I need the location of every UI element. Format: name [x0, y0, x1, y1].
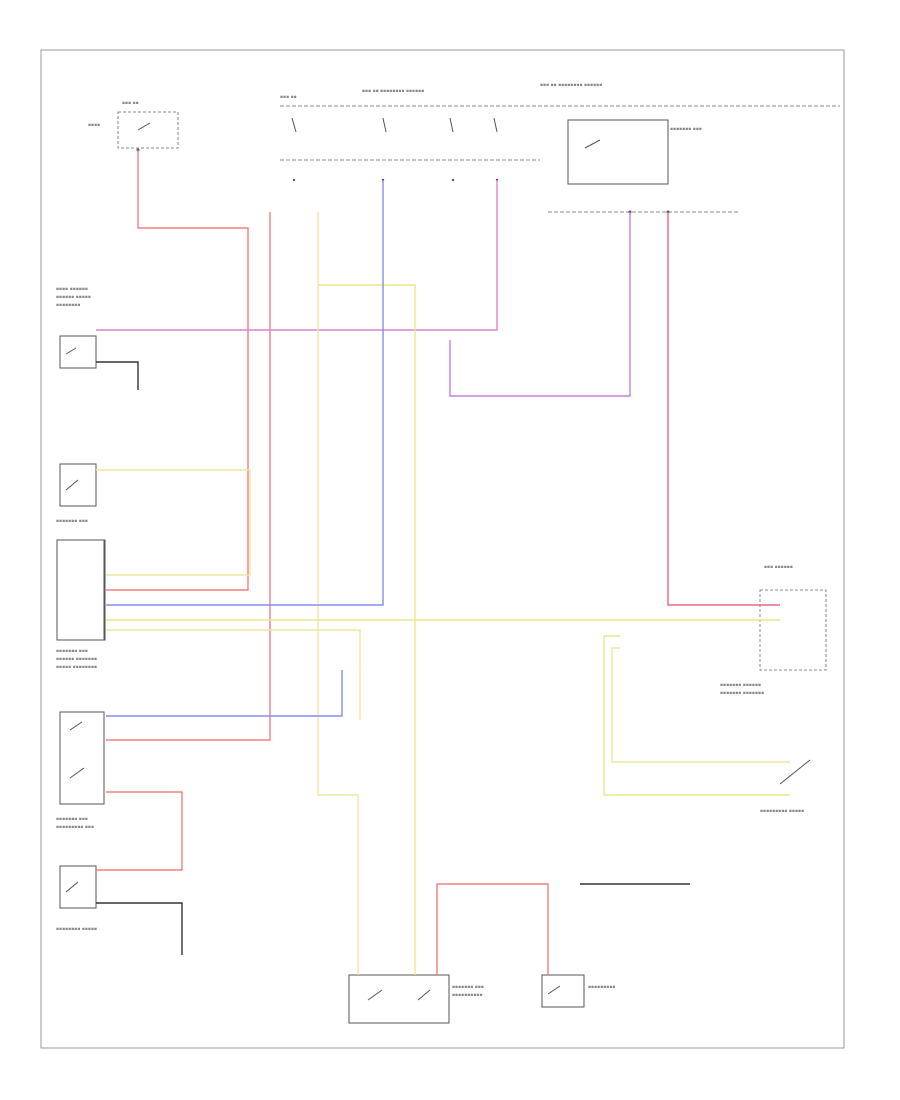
engine-control-module: ▪▪▪▪▪▪▪ ▪▪▪ ▪▪▪▪▪▪ ▪▪▪▪▪▪▪ ▪▪▪▪▪ ▪▪▪▪▪▪▪…: [56, 539, 106, 670]
svg-text:▪▪▪▪▪▪ ▪▪▪▪▪: ▪▪▪▪▪▪ ▪▪▪▪▪: [56, 295, 91, 300]
svg-text:▪▪▪▪▪▪▪ ▪▪▪: ▪▪▪▪▪▪▪ ▪▪▪: [452, 985, 484, 990]
wire-ground-condenser: [96, 902, 183, 955]
svg-text:▪▪▪▪: ▪▪▪▪: [88, 123, 100, 128]
svg-text:▪▪▪▪▪▪▪ ▪▪▪▪▪▪▪: ▪▪▪▪▪▪▪ ▪▪▪▪▪▪▪: [720, 691, 764, 696]
svg-text:▪▪▪▪▪ ▪▪▪▪▪▪▪▪: ▪▪▪▪▪ ▪▪▪▪▪▪▪▪: [56, 665, 97, 670]
condenser-fan-left: ▪▪▪▪▪▪▪▪ ▪▪▪▪▪: [56, 865, 97, 932]
svg-text:▪▪▪ ▪▪: ▪▪▪ ▪▪: [122, 101, 139, 106]
svg-text:▪▪▪▪▪▪▪▪ ▪▪▪▪▪: ▪▪▪▪▪▪▪▪ ▪▪▪▪▪: [56, 927, 97, 932]
wire-red-relay-short: [96, 791, 183, 871]
wire-pink-cluster: [667, 212, 780, 606]
svg-text:▪▪▪ ▪▪ ▪▪▪▪▪▪▪▪ ▪▪▪▪▪▪: ▪▪▪ ▪▪ ▪▪▪▪▪▪▪▪ ▪▪▪▪▪▪: [540, 83, 602, 88]
svg-text:▪▪▪▪▪▪ ▪▪▪▪▪▪▪: ▪▪▪▪▪▪ ▪▪▪▪▪▪▪: [56, 657, 97, 662]
svg-text:▪▪▪▪▪▪▪ ▪▪▪: ▪▪▪▪▪▪▪ ▪▪▪: [56, 649, 88, 654]
wire-red-feed: [106, 150, 249, 591]
svg-text:▪▪▪▪▪▪▪▪▪: ▪▪▪▪▪▪▪▪▪: [588, 985, 615, 990]
wire-yellow-fuse3: [318, 284, 416, 975]
svg-text:▪▪▪▪▪▪▪▪▪ ▪▪▪▪▪: ▪▪▪▪▪▪▪▪▪ ▪▪▪▪▪: [760, 809, 804, 814]
wire-red-ecm: [106, 212, 271, 741]
fan-relay-left: ▪▪▪▪▪▪▪ ▪▪▪ ▪▪▪▪▪▪▪▪▪ ▪▪▪: [56, 711, 105, 830]
wire-blue-relay: [106, 670, 343, 717]
coolant-fan-relay: ▪▪▪ ▪▪ ▪▪▪▪▪▪▪▪ ▪▪▪▪▪▪ ▪▪▪▪▪▪▪ ▪▪▪: [540, 83, 740, 214]
condenser-fan-motor: ▪▪▪▪▪▪▪▪▪: [541, 974, 615, 1008]
wire-blue: [106, 180, 384, 606]
coolant-fan-switch: ▪▪▪▪▪▪▪ ▪▪▪: [56, 463, 97, 524]
wire-red-bottom: [436, 883, 549, 975]
svg-text:▪▪▪▪▪▪▪ ▪▪▪: ▪▪▪▪▪▪▪ ▪▪▪: [56, 817, 88, 822]
instrument-cluster: ▪▪▪ ▪▪▪▪▪▪ ▪▪▪▪▪▪▪ ▪▪▪▪▪▪ ▪▪▪▪▪▪▪ ▪▪▪▪▪▪…: [720, 565, 827, 696]
svg-text:▪▪▪ ▪▪: ▪▪▪ ▪▪: [280, 95, 297, 100]
svg-text:▪▪▪▪▪▪▪▪▪ ▪▪▪: ▪▪▪▪▪▪▪▪▪ ▪▪▪: [56, 825, 94, 830]
wire-magenta-sensor: [96, 180, 498, 331]
svg-text:▪▪▪▪▪▪▪ ▪▪▪: ▪▪▪▪▪▪▪ ▪▪▪: [670, 127, 702, 132]
svg-text:▪▪▪▪ ▪▪▪▪▪▪: ▪▪▪▪ ▪▪▪▪▪▪: [56, 287, 88, 292]
fan-motor-bottom: ▪▪▪▪▪▪▪ ▪▪▪ ▪▪▪▪▪▪▪▪▪▪: [348, 974, 484, 1024]
wire-ground-sensor: [96, 361, 139, 390]
svg-text:▪▪▪▪▪▪▪ ▪▪▪▪▪▪: ▪▪▪▪▪▪▪ ▪▪▪▪▪▪: [720, 683, 761, 688]
radiator-fan-right: ▪▪▪▪▪▪▪▪▪ ▪▪▪▪▪: [760, 759, 811, 814]
wire-yellow-switch: [96, 469, 251, 576]
light-sensor: ▪▪▪▪ ▪▪▪▪▪▪ ▪▪▪▪▪▪ ▪▪▪▪▪ ▪▪▪▪▪▪▪▪: [56, 287, 97, 369]
svg-text:▪▪▪ ▪▪ ▪▪▪▪▪▪▪▪ ▪▪▪▪▪▪: ▪▪▪ ▪▪ ▪▪▪▪▪▪▪▪ ▪▪▪▪▪▪: [362, 89, 424, 94]
svg-text:▪▪▪▪▪▪▪ ▪▪▪: ▪▪▪▪▪▪▪ ▪▪▪: [56, 519, 88, 524]
wire-yellow-cluster2: [106, 629, 361, 720]
page-frame: [40, 49, 845, 1049]
svg-text:▪▪▪ ▪▪▪▪▪▪: ▪▪▪ ▪▪▪▪▪▪: [764, 565, 793, 570]
svg-text:▪▪▪▪▪▪▪▪: ▪▪▪▪▪▪▪▪: [56, 303, 80, 308]
wire-yellow-radiator2: [611, 647, 790, 763]
underhood-fuse-box: ▪▪▪ ▪▪ ▪▪▪ ▪▪ ▪▪▪▪▪▪▪▪ ▪▪▪▪▪▪: [280, 89, 840, 182]
wire-yellow-main: [317, 212, 359, 975]
svg-text:▪▪▪▪▪▪▪▪▪▪: ▪▪▪▪▪▪▪▪▪▪: [452, 993, 483, 998]
wire-violet-relay: [449, 212, 631, 397]
top-left-fuse: ▪▪▪ ▪▪ ▪▪▪▪: [88, 101, 179, 152]
wire-yellow-radiator: [603, 635, 790, 796]
